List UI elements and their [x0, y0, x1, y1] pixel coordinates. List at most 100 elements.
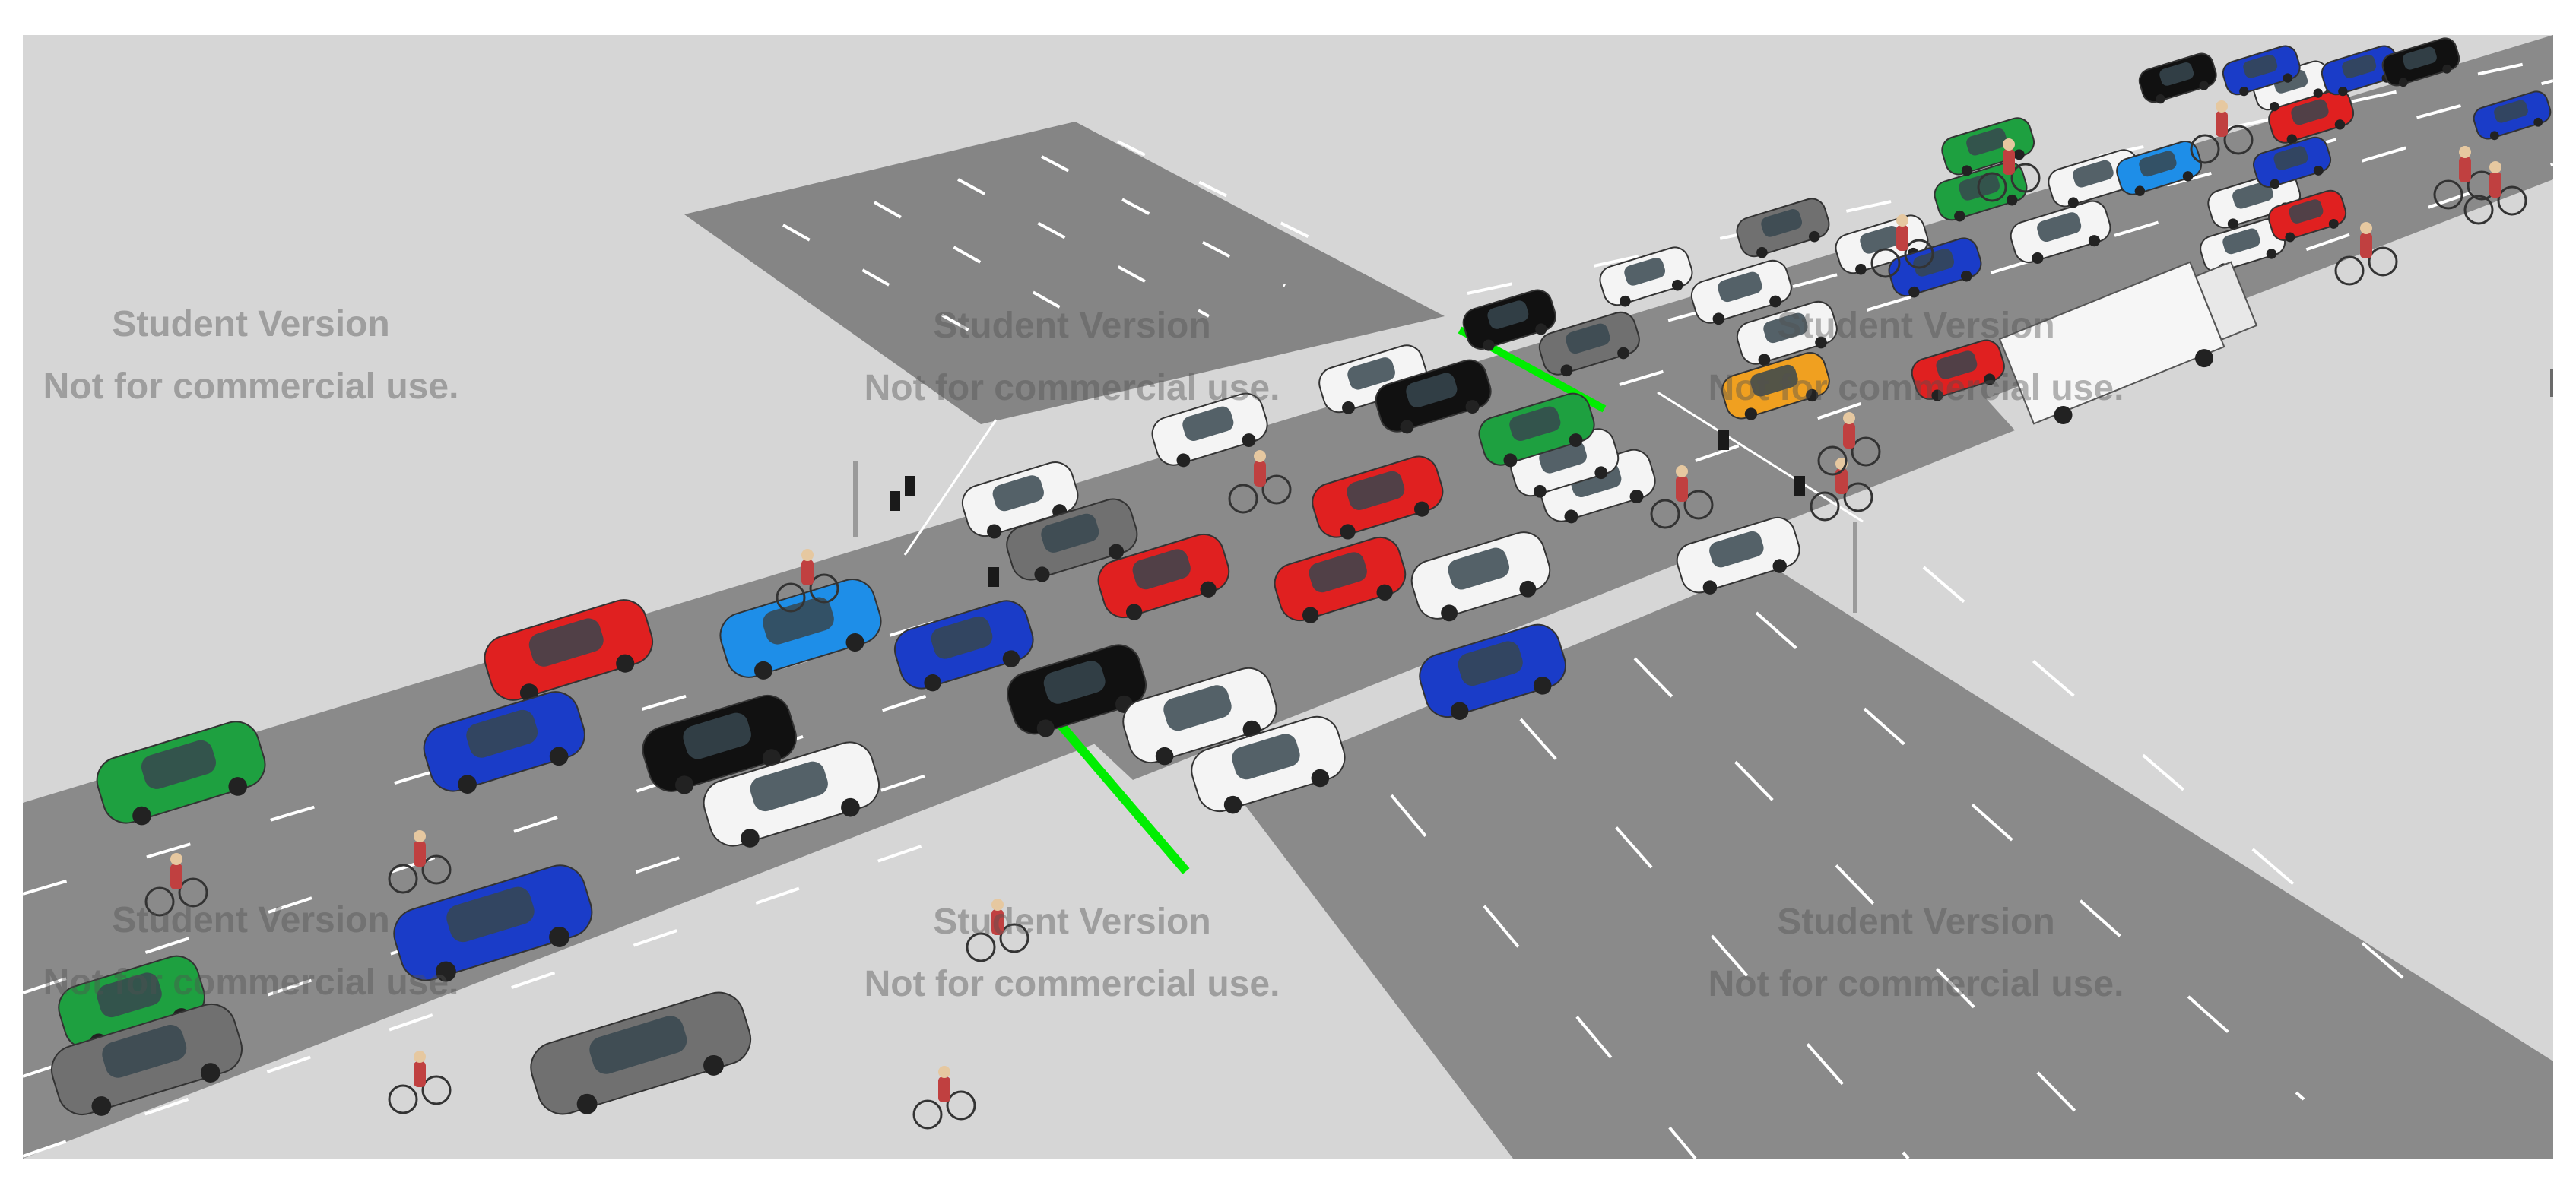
cyclist [388, 1051, 452, 1114]
rider-head [1896, 214, 1908, 227]
cyclist [1228, 450, 1292, 514]
rider [2489, 172, 2501, 198]
rider-head [2360, 222, 2372, 234]
rider [414, 1061, 426, 1087]
car-wheel [2088, 235, 2101, 247]
bike-wheel [1870, 248, 1901, 278]
car-wheel [1340, 524, 1356, 540]
car [893, 600, 1034, 692]
car-window [2289, 199, 2324, 224]
car-wheel [1441, 604, 1458, 622]
car [1690, 259, 1792, 325]
car-window [1406, 373, 1458, 408]
car-wheel [91, 1096, 112, 1116]
car-wheel [1931, 389, 1943, 401]
car-wheel [435, 961, 456, 982]
car-wheel [132, 806, 151, 826]
cyclist [2190, 100, 2254, 164]
car-wheel [1034, 566, 1050, 582]
cyclist [1977, 138, 2041, 202]
rider-head [2216, 100, 2228, 113]
rider [1896, 225, 1908, 251]
bike-wheel [388, 864, 418, 894]
car-wheel [2182, 171, 2194, 182]
rider-head [2489, 161, 2501, 173]
car-window [1763, 312, 1808, 344]
car [393, 864, 593, 982]
bike-wheel [776, 582, 806, 613]
car-window [1043, 661, 1106, 704]
car-wheel [1311, 769, 1330, 788]
cyclist [144, 853, 208, 917]
bike-wheel [1261, 474, 1292, 505]
car-wheel [1702, 580, 1718, 594]
car-wheel [1125, 604, 1143, 620]
car-wheel [1744, 407, 1758, 420]
car-window [2073, 160, 2114, 188]
car-window [1487, 300, 1529, 329]
rider-head [1676, 465, 1688, 477]
car-wheel [1342, 401, 1355, 414]
car-wheel [1758, 354, 1771, 366]
car-wheel [2006, 194, 2018, 206]
car-window [1458, 641, 1523, 686]
car-window [97, 972, 162, 1018]
rider-head [1843, 412, 1855, 424]
car [1911, 339, 2005, 401]
car [1676, 516, 1800, 594]
car-window [750, 761, 828, 812]
cyclist [2463, 161, 2527, 225]
rider [414, 841, 426, 867]
car-wheel [1560, 364, 1573, 377]
car-wheel [2270, 179, 2280, 189]
car [1312, 455, 1444, 540]
rider-head [414, 830, 426, 842]
car-wheel [1535, 323, 1547, 335]
car [1888, 237, 1982, 298]
car-window [1709, 531, 1764, 568]
cyclist [1817, 412, 1881, 476]
rider-head [938, 1066, 950, 1078]
car-wheel [2156, 94, 2165, 104]
car-window [1624, 258, 1666, 286]
car-wheel [1519, 580, 1537, 598]
car-wheel [1155, 747, 1174, 766]
car-wheel [2239, 86, 2249, 97]
rider [801, 560, 814, 585]
car-window [2222, 228, 2260, 255]
car-window [1860, 226, 1902, 254]
car [1274, 536, 1407, 623]
car-wheel [1855, 263, 1867, 275]
traffic-light [1718, 430, 1729, 450]
car-wheel [1533, 677, 1552, 695]
bike-wheel [946, 1090, 976, 1121]
car-wheel [2134, 185, 2146, 196]
bike-wheel [1851, 436, 1881, 467]
car [1941, 117, 2035, 176]
traffic-scene [23, 35, 2553, 1159]
traffic-light [988, 567, 999, 587]
car-window [2494, 100, 2528, 123]
bike-wheel [1810, 491, 1840, 522]
car-window [1761, 209, 1803, 237]
cyclist [1650, 465, 1714, 529]
car-window [102, 1025, 187, 1078]
car [1599, 246, 1693, 307]
truck [1998, 261, 2258, 425]
car-wheel [1564, 509, 1578, 524]
car [1478, 392, 1595, 468]
car [1151, 392, 1268, 468]
car-wheel [228, 777, 248, 796]
car-wheel [2442, 64, 2452, 74]
lane-marking [23, 824, 982, 1158]
car-window [1966, 128, 2007, 156]
car-wheel [2338, 86, 2348, 97]
cross-road-north [684, 122, 1445, 424]
car-window [2139, 151, 2177, 177]
car [1318, 344, 1428, 414]
rider-head [2003, 138, 2015, 151]
car-wheel [2270, 101, 2279, 112]
car [2010, 200, 2111, 265]
rider-head [991, 899, 1004, 911]
traffic-light [905, 476, 915, 496]
